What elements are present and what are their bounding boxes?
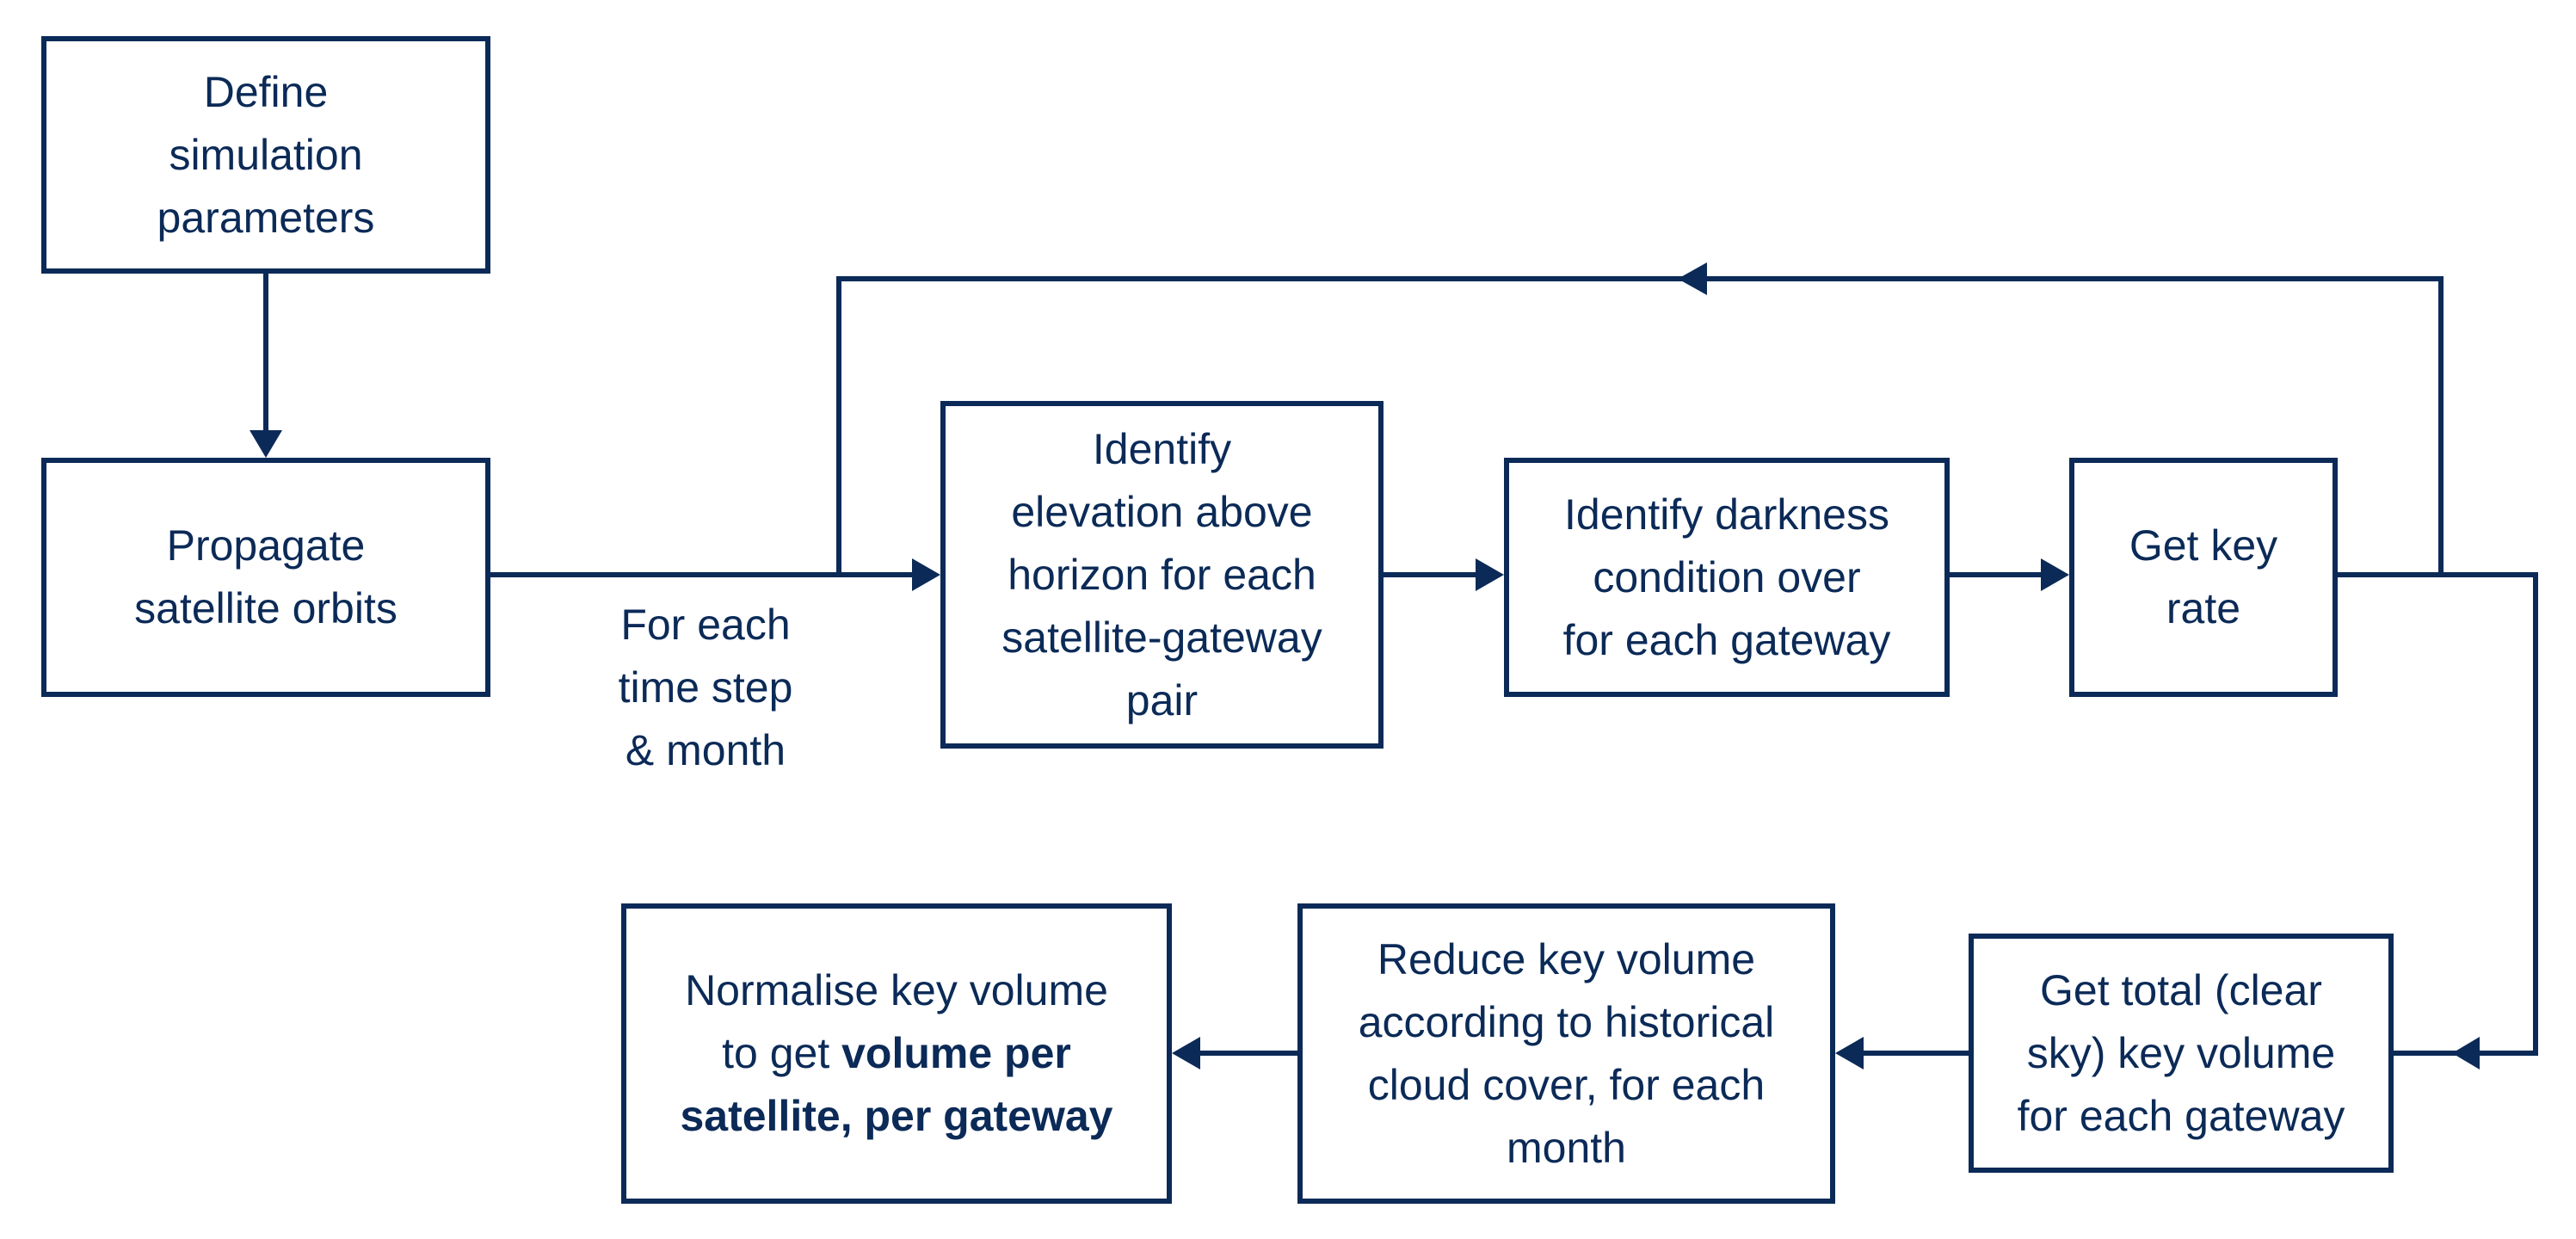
node-normalise-key-volume-label: Normalise key volume to get volume per s… — [680, 959, 1112, 1148]
node-get-key-rate-label: Get key rate — [2129, 521, 2278, 632]
node-define-simulation-parameters-label: Define simulation parameters — [157, 67, 375, 242]
node-define-simulation-parameters: Define simulation parameters — [41, 36, 490, 274]
node-get-total-key-volume-label: Get total (clear sky) key volume for eac… — [2017, 965, 2345, 1140]
node-reduce-key-volume-label: Reduce key volume according to historica… — [1358, 934, 1775, 1172]
arrowhead-elevation-to-darkness — [1476, 558, 1504, 591]
loop-back-line — [836, 276, 2444, 577]
node-normalise-bold: volume per satellite, per gateway — [680, 1029, 1113, 1140]
arrow-keyrate-to-total — [2335, 572, 2538, 1056]
arrowhead-define-to-propagate — [250, 430, 282, 458]
arrowhead-reduce-to-normalise — [1172, 1037, 1200, 1069]
node-identify-darkness: Identify darkness condition over for eac… — [1504, 458, 1950, 697]
node-reduce-key-volume: Reduce key volume according to historica… — [1297, 903, 1835, 1204]
node-get-key-rate: Get key rate — [2069, 458, 2338, 697]
arrowhead-total-to-reduce — [1835, 1037, 1864, 1069]
arrowhead-darkness-to-keyrate — [2041, 558, 2069, 591]
node-normalise-prefix: Normalise key volume to get — [685, 966, 1108, 1077]
node-normalise-key-volume: Normalise key volume to get volume per s… — [621, 903, 1172, 1204]
edge-label-time-loop: For each time step & month — [618, 601, 793, 774]
loop-back-arrowhead — [1678, 262, 1707, 295]
node-get-total-key-volume: Get total (clear sky) key volume for eac… — [1969, 934, 2394, 1173]
node-identify-elevation: Identify elevation above horizon for eac… — [940, 401, 1384, 749]
arrowhead-propagate-to-elevation — [912, 558, 940, 591]
node-identify-elevation-label: Identify elevation above horizon for eac… — [1001, 424, 1322, 724]
node-propagate-satellite-orbits-label: Propagate satellite orbits — [134, 521, 397, 632]
node-propagate-satellite-orbits: Propagate satellite orbits — [41, 458, 490, 697]
node-identify-darkness-label: Identify darkness condition over for eac… — [1562, 490, 1891, 664]
